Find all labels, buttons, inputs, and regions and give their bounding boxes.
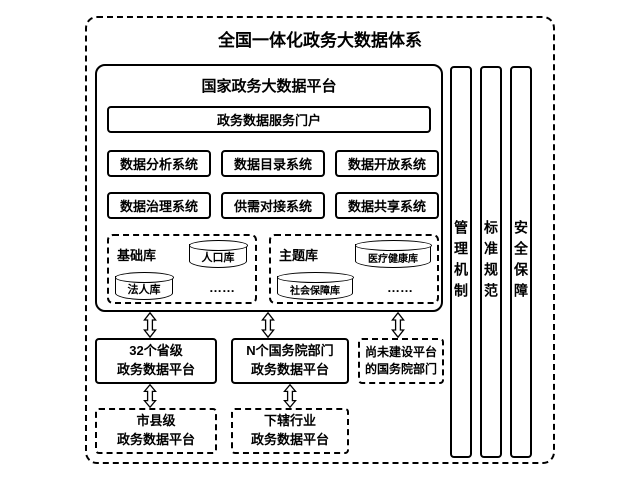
national-platform-box: 国家政务大数据平台 政务数据服务门户 数据分析系统 数据目录系统 数据开放系统 … (95, 64, 443, 312)
data-analysis-system-box: 数据分析系统 (107, 150, 211, 177)
city-county-platform-box: 市县级 政务数据平台 (95, 408, 217, 454)
data-governance-system-box: 数据治理系统 (107, 192, 211, 219)
standard-spec-bar: 标准规范 (480, 66, 502, 458)
base-library-label: 基础库 (117, 248, 157, 263)
medical-health-db-label: 医疗健康库 (368, 254, 418, 265)
management-mechanism-bar: 管理机制 (450, 66, 472, 458)
national-platform-title: 国家政务大数据平台 (201, 78, 337, 95)
base-library-ellipsis: …… (209, 280, 235, 295)
standard-spec-label: 标准规范 (483, 220, 499, 304)
unbuilt-platform-box: 尚未建设平台 的国务院部门 (358, 338, 444, 384)
data-sharing-system-box: 数据共享系统 (335, 192, 439, 219)
data-open-system-box: 数据开放系统 (335, 150, 439, 177)
management-mechanism-label: 管理机制 (453, 220, 469, 304)
provincial-platform-box: 32个省级 政务数据平台 (95, 338, 217, 384)
cylinder-top-icon (188, 240, 248, 251)
population-db-label: 人口库 (201, 252, 235, 264)
double-arrow-icon (143, 384, 157, 408)
cylinder-top-icon (276, 272, 354, 283)
supply-demand-system-box: 供需对接系统 (221, 192, 325, 219)
theme-library-ellipsis: …… (387, 280, 413, 295)
double-arrow-icon (261, 312, 275, 338)
outer-frame (85, 16, 555, 464)
legal-entity-db-cylinder: 法人库 (114, 272, 174, 300)
medical-health-db-cylinder: 医疗健康库 (354, 240, 432, 268)
theme-library-label: 主题库 (279, 248, 319, 263)
social-security-db-label: 社会保障库 (290, 286, 340, 297)
double-arrow-icon (143, 312, 157, 338)
population-db-cylinder: 人口库 (188, 240, 248, 268)
service-portal-box: 政务数据服务门户 (107, 106, 431, 133)
security-assurance-bar: 安全保障 (510, 66, 532, 458)
cylinder-top-icon (354, 240, 432, 251)
state-council-platform-box: N个国务院部门 政务数据平台 (231, 338, 349, 384)
diagram-title: 全国一体化政务大数据体系 (218, 31, 422, 50)
industry-platform-box: 下辖行业 政务数据平台 (231, 408, 349, 454)
base-library-box: 基础库 人口库 法人库 …… (107, 234, 257, 304)
cylinder-top-icon (114, 272, 174, 283)
theme-library-box: 主题库 医疗健康库 社会保障库 …… (269, 234, 439, 304)
legal-entity-db-label: 法人库 (127, 284, 161, 296)
social-security-db-cylinder: 社会保障库 (276, 272, 354, 300)
double-arrow-icon (283, 384, 297, 408)
data-catalog-system-box: 数据目录系统 (221, 150, 325, 177)
security-assurance-label: 安全保障 (513, 220, 529, 304)
double-arrow-icon (391, 312, 405, 338)
